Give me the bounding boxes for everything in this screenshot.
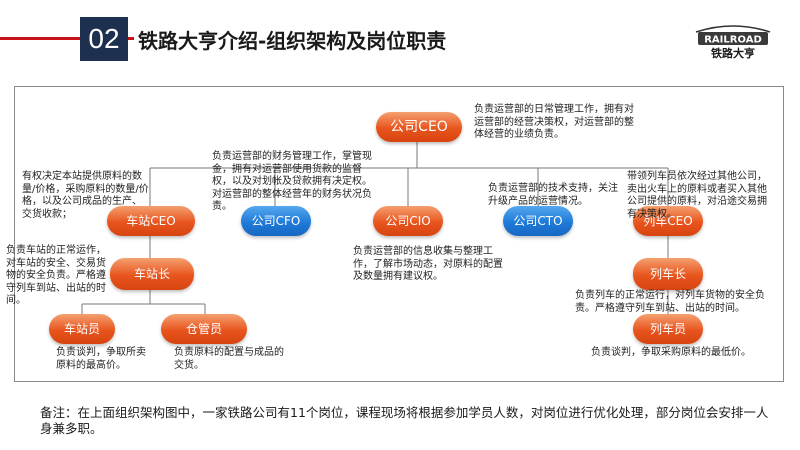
node-station-master: 车站长 xyxy=(110,258,194,290)
node-station-ceo: 车站CEO xyxy=(107,206,195,236)
node-station-staff: 车站员 xyxy=(49,314,115,344)
title-accent-line-right xyxy=(128,37,134,40)
desc-company-cfo: 负责运营部的财务管理工作，掌管现金，拥有对运营部使用货款的监督权，以及对划帐及贷… xyxy=(212,151,372,212)
desc-train-staff: 负责谈判，争取采购原料的最低价。 xyxy=(591,347,751,358)
node-warehouse-keeper: 仓管员 xyxy=(161,314,247,344)
node-train-ceo: 列车CEO xyxy=(633,206,703,236)
desc-train-ceo: 带领列车员依次经过其他公司，卖出火车上的原料或者买入其他公司提供的原料，对沿途交… xyxy=(627,171,767,220)
node-company-ceo: 公司CEO xyxy=(376,112,462,142)
desc-station-ceo: 有权决定本站提供原料的数量/价格，采购原料的数量/价格，以及公司成品的生产、交货… xyxy=(22,171,149,220)
section-number: 02 xyxy=(80,17,128,61)
node-train-master: 列车长 xyxy=(633,258,703,290)
desc-train-master: 负责列车的正常运行，对列车货物的安全负责。严格遵守列车到站、出站的时间。 xyxy=(575,290,765,314)
desc-warehouse-keeper: 负责原料的配置与成品的交货。 xyxy=(174,347,284,371)
desc-company-cio: 负责运营部的信息收集与整理工作，了解市场动态，对原料的配置及数量拥有建议权。 xyxy=(353,246,503,282)
logo-bottom-text: 铁路大亨 xyxy=(711,46,755,60)
footnote: 备注：在上面组织架构图中，一家铁路公司有11个岗位，课程现场将根据参加学员人数，… xyxy=(40,405,769,436)
railroad-logo: RAILROAD 铁路大亨 xyxy=(692,18,774,60)
node-train-staff: 列车员 xyxy=(633,314,703,344)
desc-company-ceo: 负责运营部的日常管理工作，拥有对运营部的经营决策权，对运营部的整体经营的业绩负责… xyxy=(474,104,634,140)
desc-station-master: 负责车站的正常运作，对车站的安全、交易货物的安全负责。严格遵守列车到站、出站的时… xyxy=(6,245,106,306)
node-company-cto: 公司CTO xyxy=(503,206,573,236)
page-title: 铁路大亨介绍-组织架构及岗位职责 xyxy=(138,29,447,53)
desc-company-cto: 负责运营部的技术支持，关注升级产品的运营情况。 xyxy=(488,183,618,207)
node-company-cfo: 公司CFO xyxy=(241,206,311,236)
desc-station-staff: 负责谈判，争取所卖原料的最高价。 xyxy=(56,347,146,371)
node-company-cio: 公司CIO xyxy=(373,206,443,236)
logo-top-text: RAILROAD xyxy=(704,35,762,46)
org-chart-frame xyxy=(14,86,784,382)
title-accent-line xyxy=(0,37,80,40)
